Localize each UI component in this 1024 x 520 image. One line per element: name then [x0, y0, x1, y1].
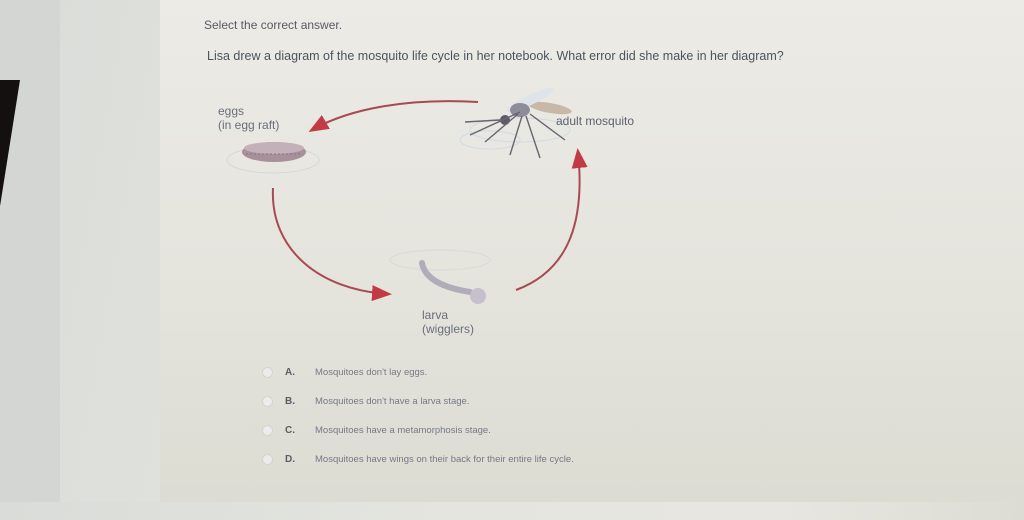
larva-label-line1: larva: [422, 308, 449, 322]
option-text: Mosquitoes have wings on their back for …: [315, 454, 574, 465]
option-letter: A.: [285, 367, 295, 378]
option-text: Mosquitoes don't have a larva stage.: [315, 396, 470, 407]
option-text: Mosquitoes have a metamorphosis stage.: [315, 425, 491, 436]
radio-c[interactable]: [262, 425, 273, 436]
arrow-larva-to-adult: [515, 148, 588, 291]
mosquito-icon: [459, 88, 572, 159]
arrow-adult-to-eggs: [308, 100, 479, 133]
instruction-text: Select the correct answer.: [204, 18, 343, 32]
option-a[interactable]: A. Mosquitoes don't lay eggs.: [262, 358, 574, 387]
radio-a[interactable]: [262, 367, 273, 378]
larva-label: larva (wigglers): [422, 308, 474, 336]
option-c[interactable]: C. Mosquitoes have a metamorphosis stage…: [262, 416, 574, 445]
question-text: Lisa drew a diagram of the mosquito life…: [207, 49, 784, 63]
radio-b[interactable]: [262, 396, 273, 407]
radio-d[interactable]: [262, 454, 273, 465]
option-b[interactable]: B. Mosquitoes don't have a larva stage.: [262, 387, 574, 416]
adult-label: adult mosquito: [556, 114, 635, 128]
eggs-label-line2: (in egg raft): [218, 118, 280, 132]
screen: [160, 0, 1024, 502]
option-letter: D.: [285, 454, 295, 465]
monitor-bezel: [0, 0, 60, 502]
arrow-eggs-to-larva: [271, 187, 392, 302]
option-letter: C.: [285, 425, 295, 436]
eggs-label: eggs (in egg raft): [218, 104, 279, 132]
option-text: Mosquitoes don't lay eggs.: [315, 367, 428, 378]
option-letter: B.: [285, 396, 295, 407]
eggs-label-line1: eggs: [218, 104, 245, 118]
larva-icon: [389, 249, 491, 304]
life-cycle-diagram: eggs (in egg raft) adult mosquito larva …: [200, 80, 700, 350]
diagram-graphics: [226, 88, 588, 304]
option-d[interactable]: D. Mosquitoes have wings on their back f…: [262, 445, 574, 474]
egg-raft-icon: [226, 142, 320, 174]
larva-label-line2: (wigglers): [422, 322, 475, 336]
answer-options: A. Mosquitoes don't lay eggs. B. Mosquit…: [262, 358, 574, 474]
